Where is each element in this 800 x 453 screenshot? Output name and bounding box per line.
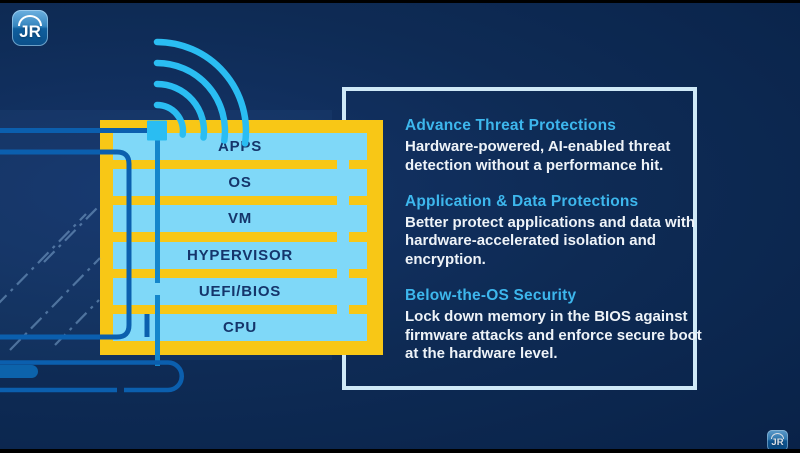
- stack-layer-os: OS: [113, 169, 367, 197]
- section-title: Below-the-OS Security: [405, 286, 577, 304]
- stack-layer-vm: VM: [113, 205, 367, 233]
- section-body: Better protect applications and data wit…: [405, 213, 696, 269]
- laptop-base-outline: [0, 360, 184, 393]
- laptop-hinge-highlight: [0, 365, 38, 378]
- jr-logo: JR: [12, 10, 48, 46]
- letterbox-top: [0, 0, 800, 3]
- section-app-data: Application & Data Protections Better pr…: [405, 193, 713, 270]
- section-title: Advance Threat Protections: [405, 117, 617, 134]
- protection-text-panel: Advance Threat Protections Hardware-powe…: [405, 117, 713, 381]
- stack-connector-tab: [337, 305, 349, 316]
- stack-layer-uefi-bios: UEFI/BIOS: [113, 277, 367, 305]
- section-title: Application & Data Protections: [405, 192, 639, 210]
- stack-connector-tab: [337, 268, 349, 279]
- jr-logo-arc-icon: [18, 15, 42, 26]
- jr-logo-text: JR: [19, 21, 41, 41]
- stack-connector-tab: [337, 159, 349, 170]
- stack-layer-hypervisor: HYPERVISOR: [113, 241, 367, 269]
- letterbox-bottom: [0, 449, 800, 453]
- stack-layer-apps: APPS: [113, 133, 367, 160]
- section-below-os: Below-the-OS Security Lock down memory i…: [405, 287, 713, 364]
- section-body: Hardware-powered, AI-enabled threat dete…: [405, 138, 671, 174]
- security-stack-box: APPS OS VM HYPERVISOR UEFI/BIOS CPU: [100, 120, 383, 355]
- jr-logo-arc-icon: [771, 433, 784, 439]
- section-advance-threat: Advance Threat Protections Hardware-powe…: [405, 117, 713, 176]
- stack-layer-cpu: CPU: [113, 313, 367, 341]
- jr-watermark-logo: JR: [767, 430, 788, 451]
- stack-connector-tab: [337, 196, 349, 207]
- stack-connector-tab: [337, 232, 349, 243]
- section-body: Lock down memory in the BIOS against fir…: [405, 307, 702, 363]
- jr-watermark-text: JR: [771, 436, 784, 448]
